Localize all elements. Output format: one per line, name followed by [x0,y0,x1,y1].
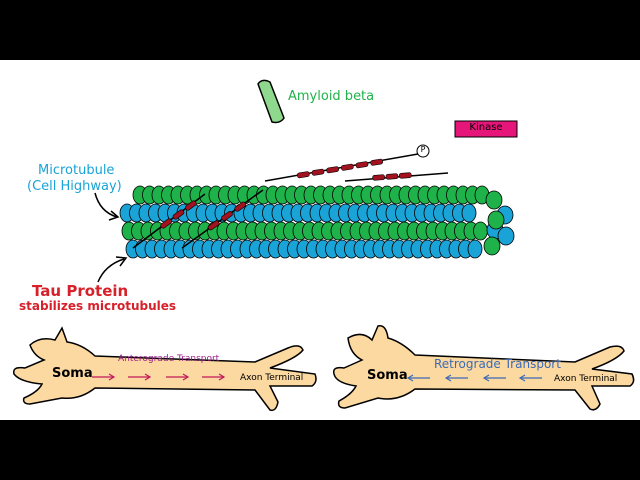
axon-terminal-right-label: Axon Terminal [554,374,617,384]
kinase-label: Kinase [455,122,517,133]
tubulin-subunit [488,211,504,229]
microtubule-row [133,186,489,204]
microtubule-end-cap [484,191,514,255]
tubulin-subunit [484,237,500,255]
tau-protein-label: Tau Protein [32,282,128,300]
microtubule-row [126,240,482,258]
tau-bead [297,171,310,178]
anterograde-transport-label: Anterograde Transport [118,354,219,364]
microtubule-bundle [120,186,514,258]
tubulin-subunit [462,204,476,222]
amyloid-beta-label: Amyloid beta [288,89,374,104]
cell-highway-label: (Cell Highway) [27,179,122,194]
tau-bead [370,159,383,166]
diagram-canvas: Amyloid beta Kinase P Microtubule (Cell … [0,60,640,420]
amyloid-beta-shape [258,80,284,122]
tau-beads-detached [297,159,412,181]
tau-bead [326,166,339,173]
microtubule-label: Microtubule [38,163,114,178]
tubulin-subunit [474,222,488,240]
tubulin-subunit [468,240,482,258]
tubulin-subunit [498,227,514,245]
microtubule-row [120,204,476,222]
soma-left-label: Soma [52,366,93,381]
tubulin-subunit [486,191,502,209]
tau-bead [372,175,384,181]
soma-right-label: Soma [367,368,408,383]
tau-pointer-arrow [98,259,124,282]
axon-terminal-left-label: Axon Terminal [240,373,303,383]
microtubule-row [122,222,488,240]
tau-bead [399,173,411,179]
tau-bead [341,164,354,171]
tau-stabilizes-label: stabilizes microtubules [19,299,176,313]
retrograde-transport-label: Retrograde Transport [434,357,561,371]
phosphate-label: P [417,145,429,154]
tau-bead [356,161,369,168]
tau-bead [312,169,325,176]
tau-bead [386,174,398,180]
